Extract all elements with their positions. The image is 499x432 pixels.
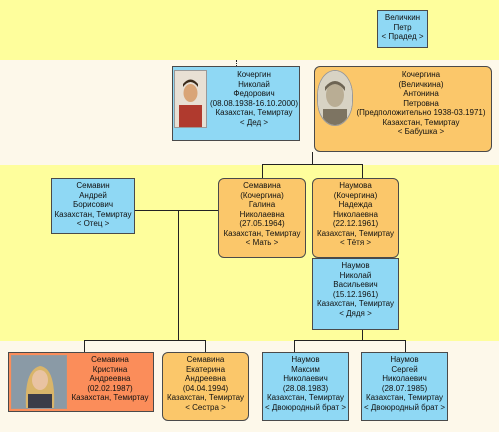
- person-card-semavina-ekaterina[interactable]: Семавина Екатерина Андреевна (04.04.1994…: [162, 352, 249, 421]
- card-line: (27.05.1964): [239, 219, 285, 228]
- relation-label: < Прадед >: [381, 32, 424, 41]
- card-line: Николаевна: [333, 209, 378, 219]
- card-line: Николай: [339, 270, 372, 280]
- card-line: (Кочергина): [240, 190, 284, 200]
- card-line: Васильевич: [333, 280, 378, 289]
- card-line: Кочергин: [237, 70, 271, 79]
- connector-line: [178, 210, 179, 341]
- card-line: Казахстан, Темиртау: [317, 228, 394, 238]
- portrait-photo-kochergina[interactable]: [317, 70, 353, 126]
- card-line: Сергей: [391, 364, 418, 374]
- card-line: Казахстан, Темиртау: [54, 209, 132, 219]
- person-card-naumov-sergey[interactable]: Наумов Сергей Николаевич (28.07.1985) Ка…: [361, 352, 448, 421]
- card-line: (Величкина): [398, 79, 444, 89]
- card-line: Семавина: [243, 181, 281, 190]
- card-line: Казахстан, Темиртау: [167, 393, 244, 402]
- card-line: Галина: [248, 200, 276, 209]
- connector-line: [262, 164, 263, 178]
- connector-line: [236, 60, 237, 66]
- card-line: (28.08.1983): [282, 383, 329, 393]
- connector-line: [135, 210, 218, 211]
- card-line: Николаевич: [382, 374, 427, 383]
- card-line: Надежда: [338, 200, 373, 209]
- relation-label: < Тётя >: [339, 238, 372, 247]
- card-line: Борисович: [72, 200, 114, 209]
- relation-label: < Дядя >: [339, 308, 372, 318]
- card-line: (28.07.1985): [381, 383, 428, 393]
- card-line: Николаевна: [239, 209, 285, 219]
- card-line: Казахстан, Темиртау: [71, 393, 149, 402]
- relation-label: < Сестра >: [185, 402, 226, 412]
- connector-line: [362, 330, 363, 340]
- card-line: Антонина: [403, 89, 439, 98]
- card-line: (22.12.1961): [332, 219, 379, 228]
- card-line: (08.08.1938-16.10.2000): [209, 98, 299, 108]
- card-line: Наумов: [390, 355, 419, 364]
- card-line: Андрей: [79, 190, 107, 200]
- connector-line: [405, 340, 406, 352]
- card-line: Семавина: [91, 355, 129, 364]
- card-line: Екатерина: [185, 364, 226, 374]
- relation-label: < Дед >: [239, 117, 269, 127]
- connector-line: [294, 340, 295, 352]
- card-line: Казахстан, Темиртау: [267, 393, 344, 402]
- connector-line: [205, 340, 206, 352]
- card-line: Семавин: [76, 181, 110, 190]
- card-line: Казахстан, Темиртау: [382, 117, 460, 127]
- portrait-photo-kristina[interactable]: [11, 355, 67, 409]
- card-line: (15.12.1961): [332, 289, 379, 299]
- card-line: Андреевна: [185, 374, 226, 383]
- relation-label: < Двоюродный брат >: [363, 402, 446, 412]
- connector-line: [362, 164, 363, 178]
- card-line: (Предположительно 1938-03.1971): [356, 108, 486, 117]
- card-line: (04.04.1994): [182, 383, 229, 393]
- card-line: Петр: [393, 22, 412, 32]
- relation-label: < Бабушка >: [397, 127, 445, 136]
- card-line: Наумова: [339, 181, 372, 190]
- card-line: Кочергина: [401, 70, 441, 79]
- card-line: Казахстан, Темиртау: [317, 299, 394, 308]
- connector-line: [312, 152, 313, 164]
- card-line: Семавина: [186, 355, 225, 364]
- card-line: Федорович: [233, 89, 275, 98]
- card-line: Казахстан, Темиртау: [366, 393, 443, 402]
- card-line: Казахстан, Темиртау: [223, 228, 301, 238]
- connector-line: [84, 340, 206, 341]
- card-line: Кристина: [92, 364, 128, 374]
- relation-label: < Мать >: [245, 238, 279, 247]
- person-card-naumov-maksim[interactable]: Наумов Максим Николаевич (28.08.1983) Ка…: [262, 352, 349, 421]
- relation-label: < Отец >: [76, 219, 110, 228]
- portrait-photo-kochergin[interactable]: [174, 70, 207, 128]
- connector-line: [294, 340, 406, 341]
- card-line: Николай: [238, 79, 270, 89]
- card-line: Наумов: [341, 261, 370, 270]
- card-line: Величкин: [384, 13, 421, 22]
- connector-line: [262, 164, 363, 165]
- person-card-naumova-nadezhda[interactable]: Наумова (Кочергина) Надежда Николаевна (…: [312, 178, 399, 258]
- card-line: Казахстан, Темиртау: [215, 108, 293, 117]
- card-line: Максим: [291, 364, 320, 374]
- relation-label: < Двоюродный брат >: [264, 402, 347, 412]
- card-line: Петровна: [403, 98, 439, 108]
- person-card-semavin-andrey[interactable]: Семавин Андрей Борисович Казахстан, Теми…: [51, 178, 135, 234]
- connector-line: [84, 340, 85, 352]
- card-line: (02.02.1987): [87, 383, 133, 393]
- person-card-semavina-galina[interactable]: Семавина (Кочергина) Галина Николаевна (…: [218, 178, 306, 258]
- card-line: (Кочергина): [333, 190, 378, 200]
- person-card-naumov-nikolay[interactable]: Наумов Николай Васильевич (15.12.1961) К…: [312, 258, 399, 330]
- card-line: Николаевич: [283, 374, 328, 383]
- person-card-velichkin-petr[interactable]: Величкин Петр < Прадед >: [377, 10, 428, 48]
- card-line: Андреевна: [89, 374, 131, 383]
- card-line: Наумов: [291, 355, 320, 364]
